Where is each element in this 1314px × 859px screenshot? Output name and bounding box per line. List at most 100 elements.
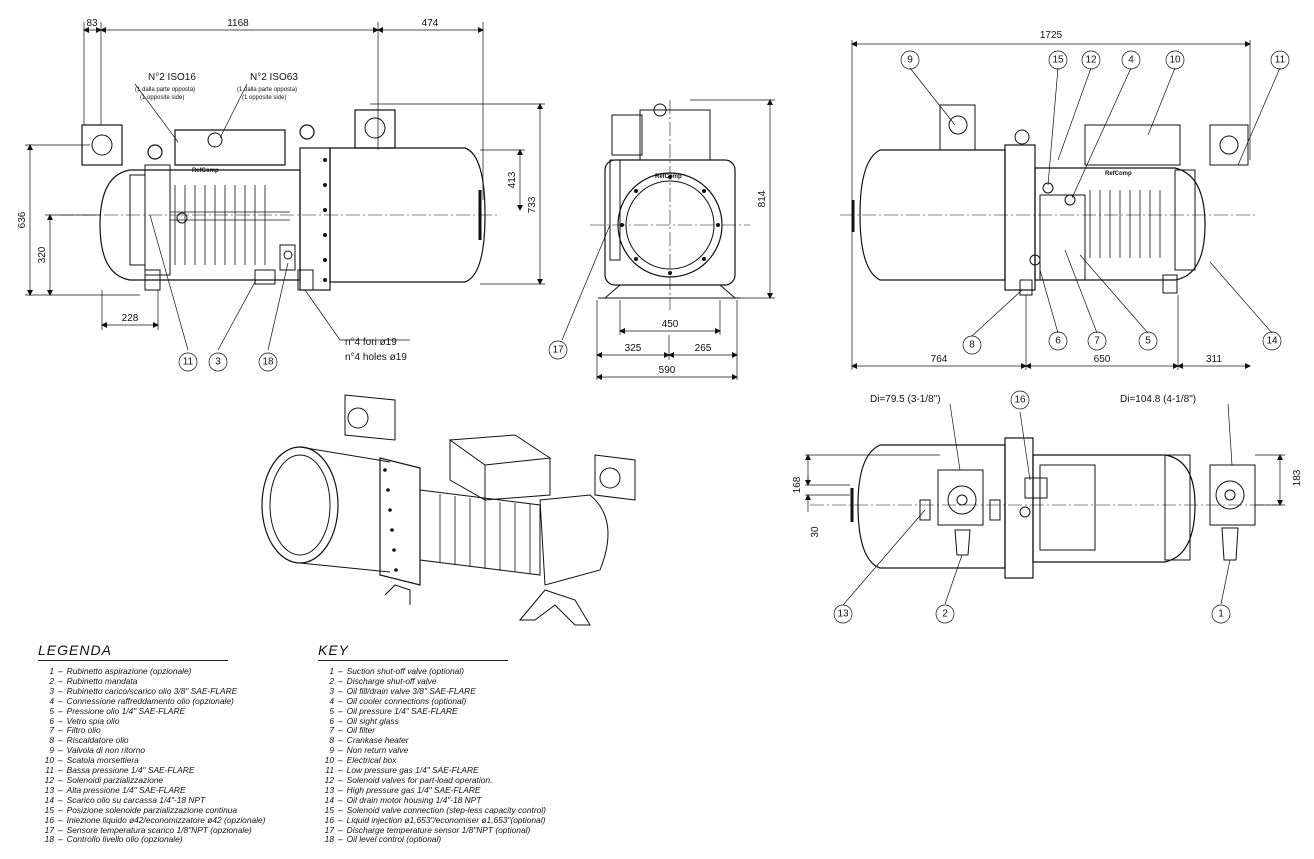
legend-item-number: 16: [44, 814, 54, 825]
label-iso063-sub1: (1 dalla parte opposta): [237, 87, 297, 93]
legend-item: 18–Oil level control (optional): [318, 834, 546, 845]
legend-item-number: 8: [49, 735, 54, 746]
legend-item: 18–Controllo livello olio (opzionale): [38, 834, 265, 845]
legend-item-dash: –: [58, 814, 63, 825]
legend-item-dash: –: [338, 725, 343, 736]
legend-item-text: Non return valve: [346, 745, 409, 756]
brand-logo-side: RefComp: [655, 174, 682, 180]
legend-english-list: 1–Suction shut-off valve (optional)2–Dis…: [318, 666, 546, 845]
legend-item-number: 4: [49, 695, 54, 706]
legend-item-text: Riscaldatore olio: [66, 735, 129, 746]
legend-item-text: Rubinetto carico/scarico olio 3/8" SAE-F…: [66, 685, 238, 696]
callout-11-right: 11: [1275, 55, 1286, 66]
dim-413: 413: [507, 171, 518, 188]
legend-item: 16–Iniezione liquido ø42/economizzatore …: [38, 814, 266, 826]
label-iso016: N°2 ISO16: [148, 72, 196, 83]
legend-item-number: 11: [45, 765, 54, 776]
legend-item: 4–Connessione raffreddamento olio (opzio…: [38, 695, 265, 707]
dim-590: 590: [659, 365, 676, 376]
dim-83: 83: [86, 18, 98, 29]
legend-item-text: Suction shut-off valve (optional): [346, 666, 464, 676]
legend-item-number: 15: [324, 804, 334, 815]
legend-item-dash: –: [58, 666, 63, 676]
legend-item-number: 17: [324, 824, 334, 835]
callout-3: 3: [215, 357, 221, 368]
legend-item-text: Discharge temperature sensor 1/8"NPT (op…: [346, 824, 531, 835]
legend-english-title: KEY: [318, 642, 508, 661]
legend-item-text: Posizione solenoide parzializzazione con…: [66, 804, 238, 815]
legend-item: 6–Oil sight glass: [318, 716, 546, 727]
flange-bolts: [323, 158, 327, 282]
isometric-view: [261, 394, 636, 626]
legend-item-number: 15: [44, 804, 54, 815]
legend-item-dash: –: [338, 745, 343, 756]
dim-325: 325: [625, 343, 642, 354]
legend-item-dash: –: [338, 755, 343, 766]
legend-item-dash: –: [58, 725, 63, 736]
legend-item: 8–Crankase heater: [318, 735, 546, 746]
legend-item-number: 3: [49, 685, 54, 696]
legend-item-number: 17: [44, 824, 54, 835]
callout-9: 9: [907, 55, 913, 66]
dim-320: 320: [37, 246, 48, 263]
front-view: [25, 22, 545, 330]
legend-item-text: Oil drain motor housing 1/4"-18 NPT: [346, 794, 482, 805]
legend-item: 2–Discharge shut-off valve: [318, 675, 546, 687]
legend-item: 7–Oil filter: [318, 725, 546, 736]
compressor-fins: [170, 185, 290, 265]
callout-1: 1: [1218, 609, 1224, 620]
legend-item-number: 9: [49, 745, 54, 756]
legend-item-dash: –: [58, 824, 63, 835]
legend-item-text: Oil pressure 1/4" SAE-FLARE: [346, 705, 458, 716]
legend-item-dash: –: [338, 834, 343, 845]
legend-item-number: 4: [329, 695, 334, 706]
side-view: [548, 99, 775, 380]
legend-item-text: Alta pressione 1/4" SAE-FLARE: [66, 784, 186, 795]
legend-item-text: Connessione raffreddamento olio (opziona…: [66, 695, 234, 706]
legend-item-number: 8: [329, 735, 334, 746]
legend-item: 9–Valvola di non ritorno: [38, 745, 265, 756]
legend-item-dash: –: [338, 695, 343, 706]
legend-item-dash: –: [338, 705, 343, 716]
right-view: [840, 40, 1290, 370]
legend-item-text: Oil level control (optional): [346, 834, 442, 845]
legend-item-number: 5: [329, 705, 334, 716]
dim-30: 30: [810, 526, 821, 538]
legend-item: 5–Oil pressure 1/4" SAE-FLARE: [318, 705, 546, 717]
legend-english: KEY 1–Suction shut-off valve (optional)2…: [318, 642, 546, 845]
label-iso063: N°2 ISO63: [250, 72, 298, 83]
legend-item-dash: –: [338, 814, 343, 825]
dim-474: 474: [422, 18, 439, 29]
legend-item-dash: –: [338, 784, 343, 795]
legend-item-number: 10: [324, 755, 334, 766]
legend-item: 12–Solenoid valves for part-load operati…: [318, 775, 546, 786]
callout-2: 2: [942, 609, 948, 620]
legend-item: 7–Filtro olio: [38, 725, 265, 736]
legend-item-number: 3: [329, 685, 334, 696]
top-view: [805, 390, 1285, 624]
callout-15: 15: [1052, 55, 1064, 66]
callout-13: 13: [837, 609, 849, 620]
label-iso016-sub1: (1 dalla parte opposta): [135, 87, 195, 93]
legend-item-number: 13: [44, 784, 54, 795]
legend-item-dash: –: [58, 834, 63, 845]
callout-12: 12: [1085, 55, 1097, 66]
legend-item: 12–Solenoidi parzializzazione: [38, 775, 265, 786]
legend-item: 13–Alta pressione 1/4" SAE-FLARE: [38, 784, 265, 796]
legend-item: 3–Oil fill/drain valve 3/8" SAE-FLARE: [318, 685, 546, 697]
legend-item: 1–Rubinetto aspirazione (opzionale): [38, 666, 265, 677]
dim-764: 764: [931, 354, 948, 365]
callout-11-front: 11: [183, 357, 194, 368]
side-bolt-circle: [620, 175, 720, 275]
legend-item-text: Oil fill/drain valve 3/8" SAE-FLARE: [346, 685, 476, 696]
legend-item-number: 18: [44, 834, 54, 845]
callout-8: 8: [969, 340, 975, 351]
dim-650: 650: [1094, 354, 1111, 365]
callout-5: 5: [1145, 336, 1151, 347]
top-view-text: Di=79.5 (3-1/8") Di=104.8 (4-1/8") 168 3…: [792, 394, 1303, 620]
dim-733: 733: [527, 196, 538, 213]
legend-item-number: 14: [44, 794, 54, 805]
legend-item-number: 2: [329, 675, 334, 686]
legend-item: 1–Suction shut-off valve (optional): [318, 666, 546, 677]
